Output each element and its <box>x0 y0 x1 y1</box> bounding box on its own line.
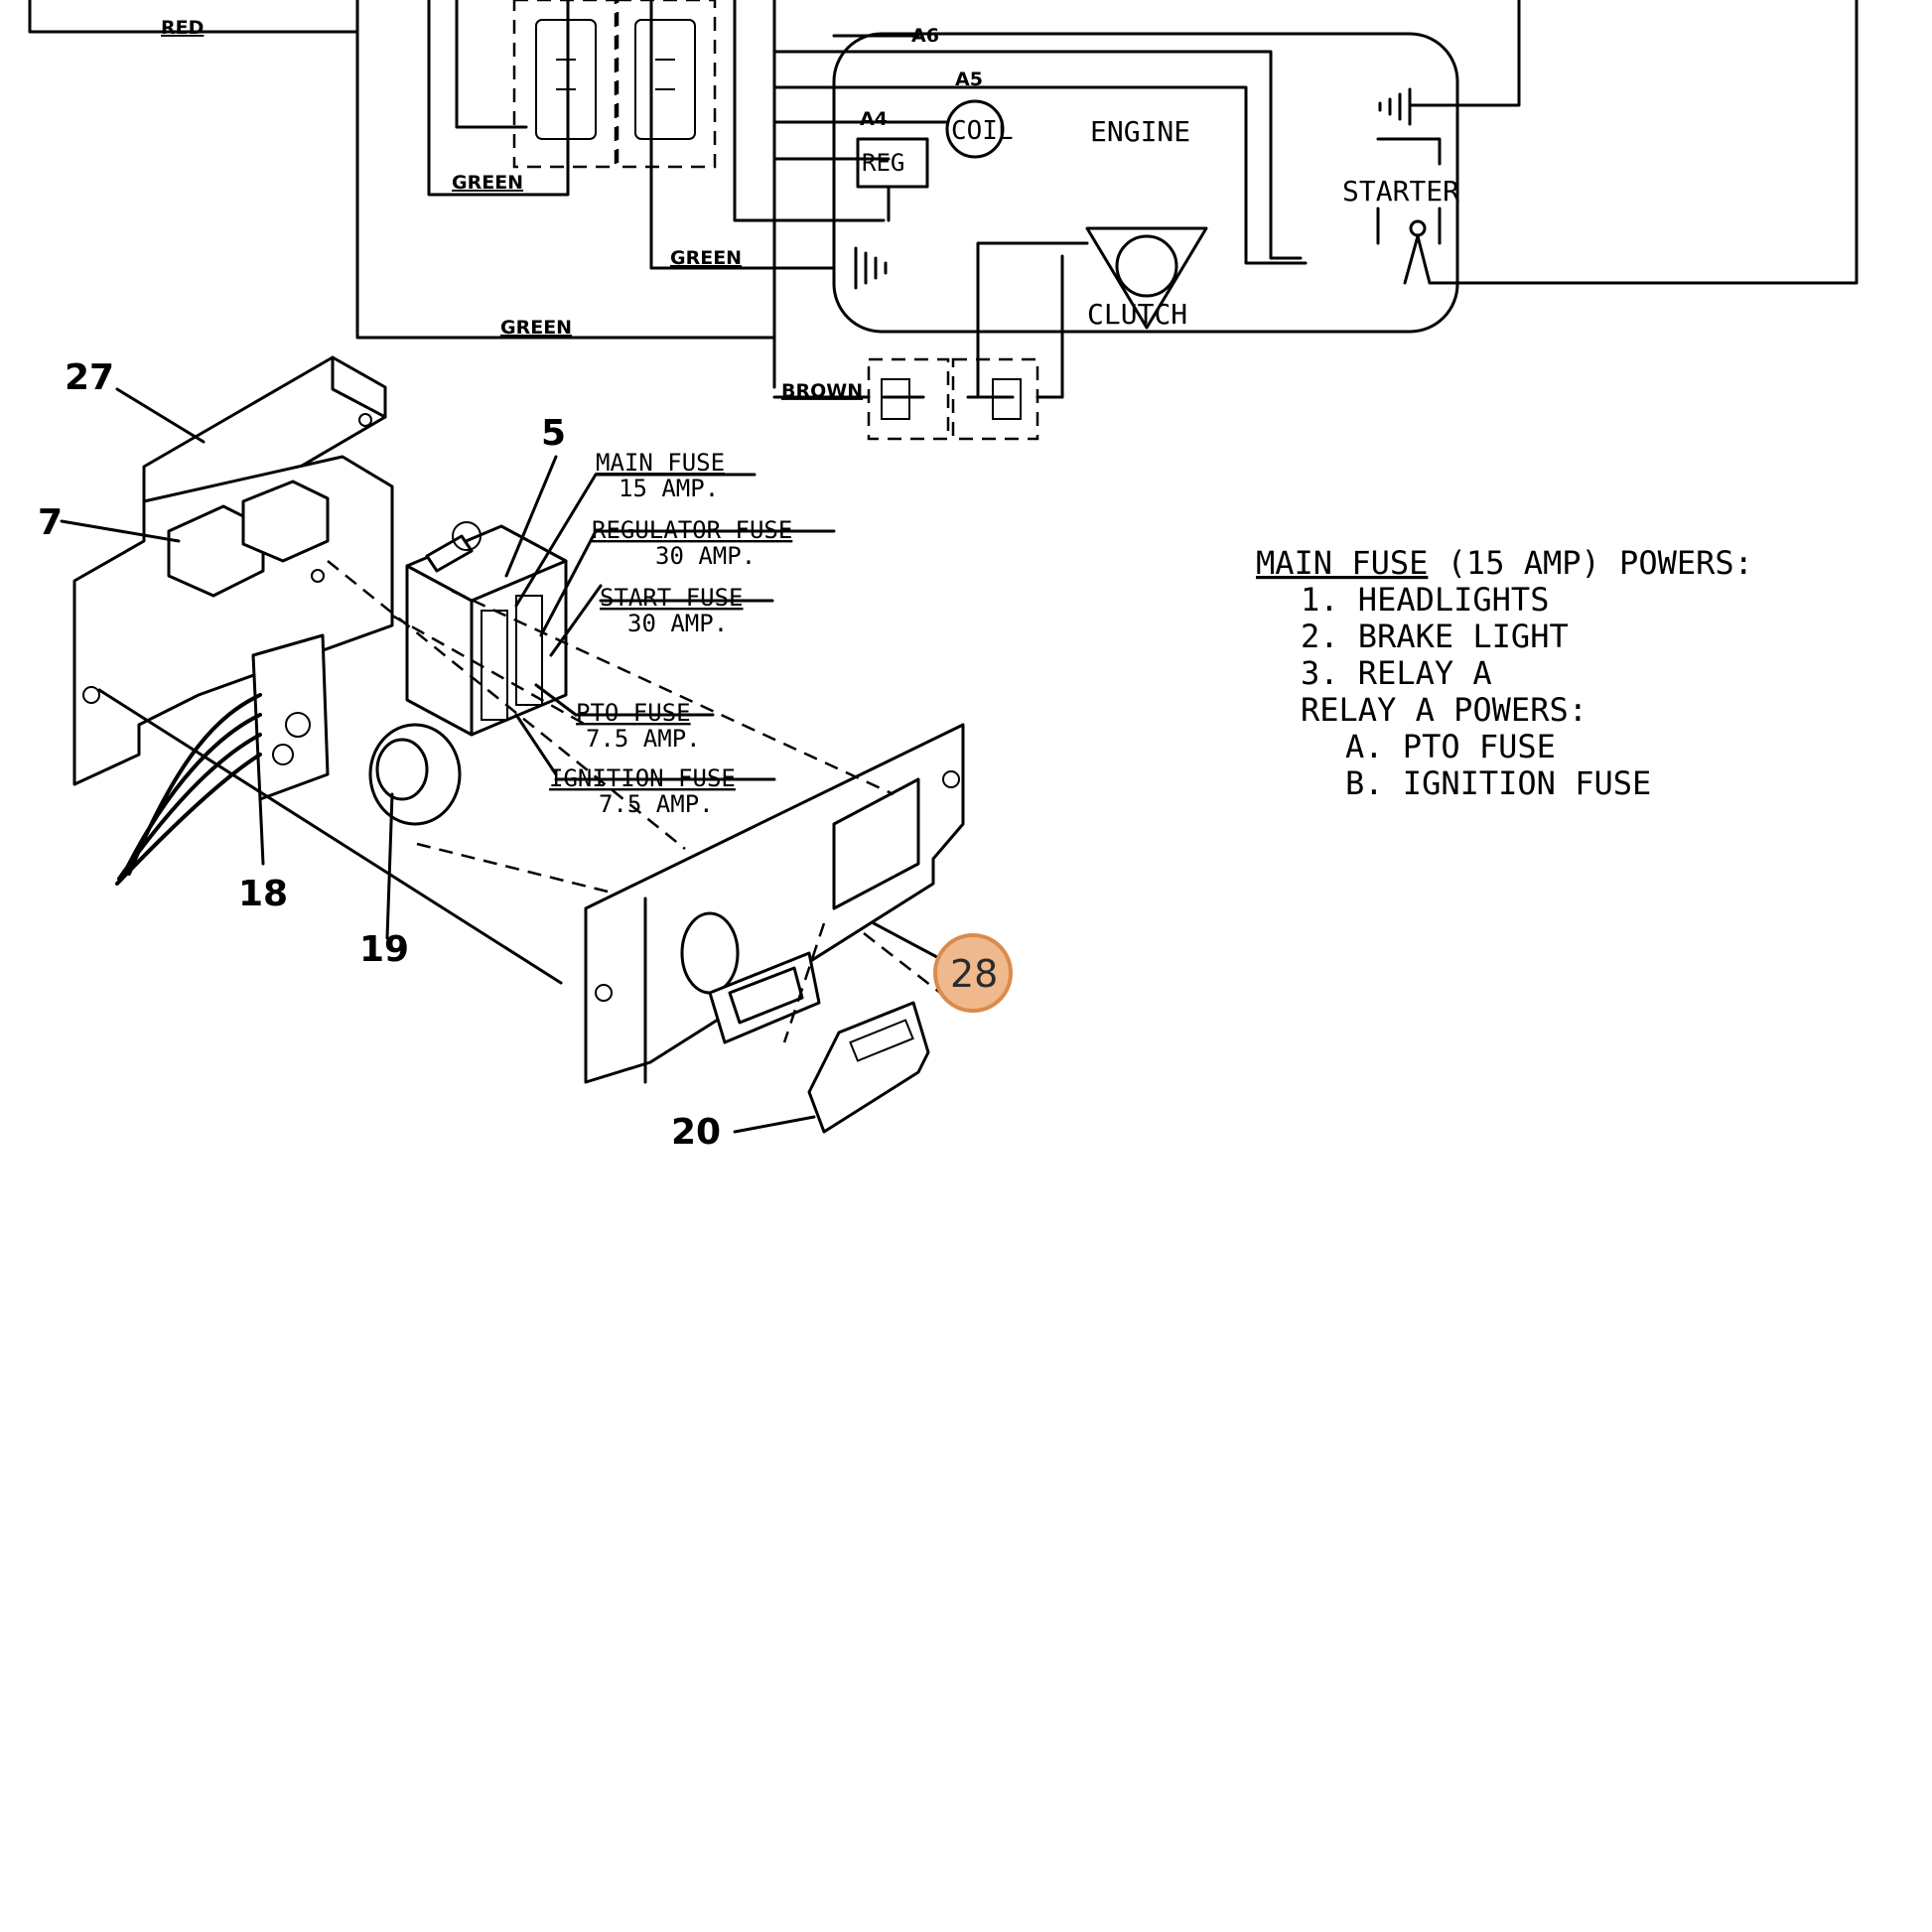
callout-7: 7 <box>38 502 63 543</box>
pto-fuse-rating: 7.5 AMP. <box>586 725 701 753</box>
start-fuse-label: START FUSE <box>600 584 744 612</box>
circuit-board-18 <box>251 633 330 801</box>
note-line-5: A. PTO FUSE <box>1345 728 1556 765</box>
wire-label-brown: BROWN <box>781 380 863 402</box>
note-line-3: 3. RELAY A <box>1301 654 1492 692</box>
regulator-fuse-label: REGULATOR FUSE <box>592 516 792 544</box>
callout-18: 18 <box>238 874 288 914</box>
clutch-symbol <box>1085 226 1208 330</box>
wire-label-green-3: GREEN <box>500 317 572 339</box>
coil-symbol <box>945 99 1005 159</box>
wire-label-a6: A6 <box>911 25 939 47</box>
front-panel <box>584 723 965 1084</box>
coil-label: COIL <box>951 116 1014 146</box>
panel-window <box>832 777 920 910</box>
wire-label-red: RED <box>161 17 204 39</box>
main-fuse-label: MAIN FUSE <box>596 449 725 477</box>
knob-19 <box>368 723 462 826</box>
callout-5: 5 <box>541 413 566 454</box>
exploded-parts-view: 27 7 5 18 19 20 28 MAIN FUSE 15 AMP. REG… <box>38 355 1013 1153</box>
regulator-box <box>856 137 929 189</box>
callout-19: 19 <box>359 929 409 970</box>
relay-7-a <box>167 504 265 598</box>
wire-label-green-1: GREEN <box>452 172 523 194</box>
regulator-label: REG <box>862 149 904 177</box>
ignition-fuse-rating: 7.5 AMP. <box>599 790 714 818</box>
main-fuse-rating: 15 AMP. <box>619 475 719 502</box>
relay-7-b <box>241 480 330 563</box>
mounting-plate <box>72 455 394 786</box>
starter-label: STARTER <box>1342 175 1459 207</box>
callout-27: 27 <box>65 357 114 398</box>
note-heading: MAIN FUSE (15 AMP) POWERS: <box>1256 544 1753 582</box>
highlight-circle-28[interactable] <box>933 933 1013 1013</box>
wire-label-a4: A4 <box>860 108 888 130</box>
engine-enclosure <box>832 32 1459 334</box>
wire-label-a5: A5 <box>955 69 983 90</box>
start-fuse-rating: 30 AMP. <box>627 610 728 637</box>
wiring-schematic: RED GREEN GREEN GREEN BROWN A6 A5 A4 ENG… <box>28 0 1859 441</box>
fuse-notes: MAIN FUSE (15 AMP) POWERS: 1. HEADLIGHTS… <box>1256 544 1753 802</box>
note-line-6: B. IGNITION FUSE <box>1345 764 1651 802</box>
clutch-label: CLUTCH <box>1087 298 1187 331</box>
note-line-4: RELAY A POWERS: <box>1301 691 1587 729</box>
wire-label-green-2: GREEN <box>670 247 742 269</box>
note-heading-underlined: MAIN FUSE <box>1256 544 1428 582</box>
callout-20: 20 <box>671 1112 721 1153</box>
callout-28: 28 <box>950 952 998 996</box>
engine-label: ENGINE <box>1090 115 1190 148</box>
regulator-fuse-rating: 30 AMP. <box>655 542 756 570</box>
pto-fuse-label: PTO FUSE <box>576 699 691 727</box>
note-heading-rest: (15 AMP) POWERS: <box>1428 544 1753 582</box>
note-line-2: 2. BRAKE LIGHT <box>1301 618 1569 655</box>
note-line-1: 1. HEADLIGHTS <box>1301 581 1549 619</box>
hour-meter-20 <box>807 1001 930 1134</box>
ignition-fuse-label: IGNITION FUSE <box>549 764 736 792</box>
